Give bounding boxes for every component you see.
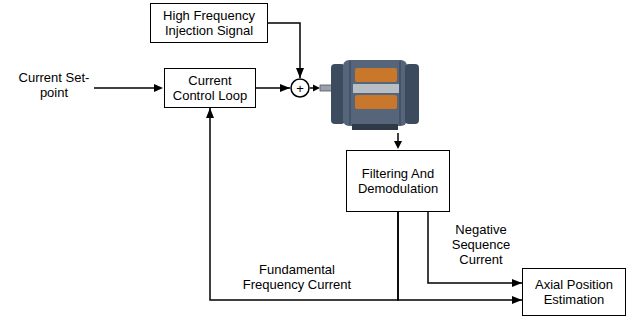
motor-illustration [320, 60, 419, 130]
summing-junction: + [290, 78, 310, 98]
stator-winding [355, 68, 397, 82]
motor-housing [343, 60, 407, 126]
signal-line [94, 87, 156, 89]
node-text: Axial Position Estimation [528, 277, 620, 307]
arrowhead [154, 84, 163, 92]
signal-label: Fundamental Frequency Current [238, 262, 356, 292]
signal-connector [256, 87, 290, 89]
arrowhead [313, 85, 320, 92]
signal-label: Negative Sequence Current [448, 222, 514, 267]
connector-group [210, 23, 522, 300]
cooling-fin [349, 61, 351, 125]
rotor [353, 84, 399, 93]
sum-to-motor-arrow [310, 85, 320, 92]
signal-label: Current Set-point [16, 70, 92, 100]
node-text: Current Control Loop [170, 73, 250, 103]
signal-connector [398, 212, 522, 300]
end-shield [405, 64, 419, 124]
setpoint-arrow [94, 84, 163, 92]
node-text: + [296, 81, 304, 96]
process-box: Current Control Loop [164, 68, 256, 108]
process-box: Axial Position Estimation [522, 268, 626, 316]
node-text: Filtering And Demodulation [352, 166, 444, 196]
node-text: High Frequency Injection Signal [156, 8, 262, 38]
cooling-fin [399, 61, 401, 125]
process-box: Filtering And Demodulation [346, 150, 450, 212]
signal-connector [268, 23, 300, 78]
process-box: High Frequency Injection Signal [150, 3, 268, 43]
motor-to-filter-arrow [394, 133, 402, 149]
circle-outline [291, 79, 309, 97]
arrowhead [394, 141, 402, 149]
motor-foot [352, 124, 398, 130]
stator-winding [355, 95, 397, 109]
signal-connector [428, 212, 522, 283]
end-shield [331, 64, 345, 124]
